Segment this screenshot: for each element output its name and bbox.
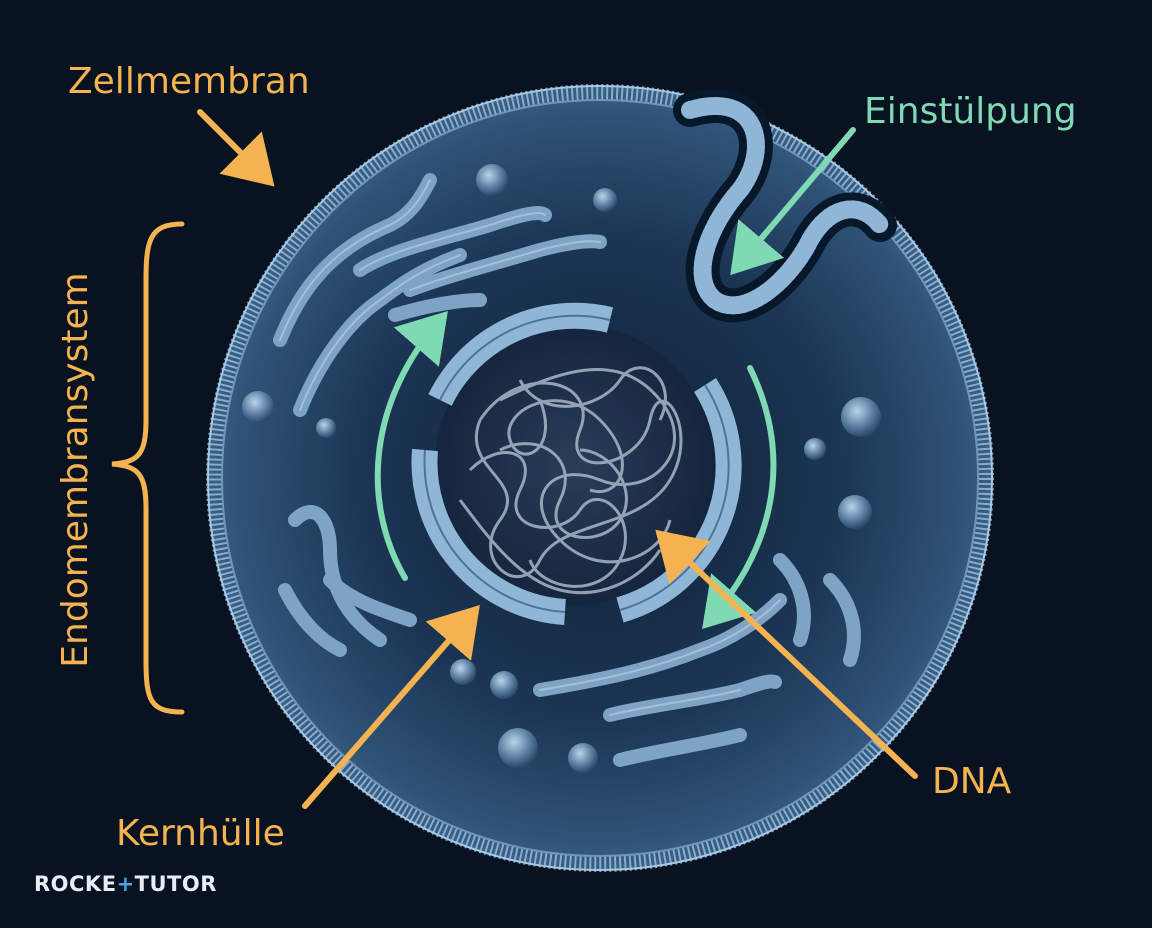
endomembrane-brace bbox=[111, 221, 185, 715]
arrow-zellmembran bbox=[197, 109, 275, 187]
arrow-dna bbox=[655, 529, 918, 779]
brand-part1: ROCKE bbox=[34, 872, 117, 896]
arrow-einstuelpung bbox=[730, 127, 856, 276]
label-kernhuelle: Kernhülle bbox=[116, 813, 285, 854]
label-arrows bbox=[197, 109, 918, 809]
label-einstuelpung: Einstülpung bbox=[864, 91, 1077, 132]
endomembrane-cisternae bbox=[273, 173, 861, 767]
brand-part2: TUTOR bbox=[134, 872, 217, 896]
nuclear-envelope bbox=[411, 302, 742, 625]
nucleus bbox=[411, 302, 742, 625]
flow-arrow-left bbox=[374, 310, 448, 581]
flow-arrows bbox=[374, 310, 777, 630]
cell-membrane bbox=[206, 84, 994, 872]
arrow-kernhuelle bbox=[302, 604, 480, 809]
label-zellmembran: Zellmembran bbox=[68, 61, 310, 102]
invagination bbox=[673, 89, 897, 323]
flow-arrow-right bbox=[702, 365, 777, 630]
label-dna: DNA bbox=[932, 761, 1012, 802]
vesicles bbox=[242, 164, 881, 773]
dna-chromatin bbox=[458, 366, 683, 595]
label-endomembransystem: Endomembransystem bbox=[55, 272, 96, 668]
brand-plus: + bbox=[116, 872, 135, 896]
brand-logo: ROCKE+TUTOR bbox=[34, 872, 217, 896]
